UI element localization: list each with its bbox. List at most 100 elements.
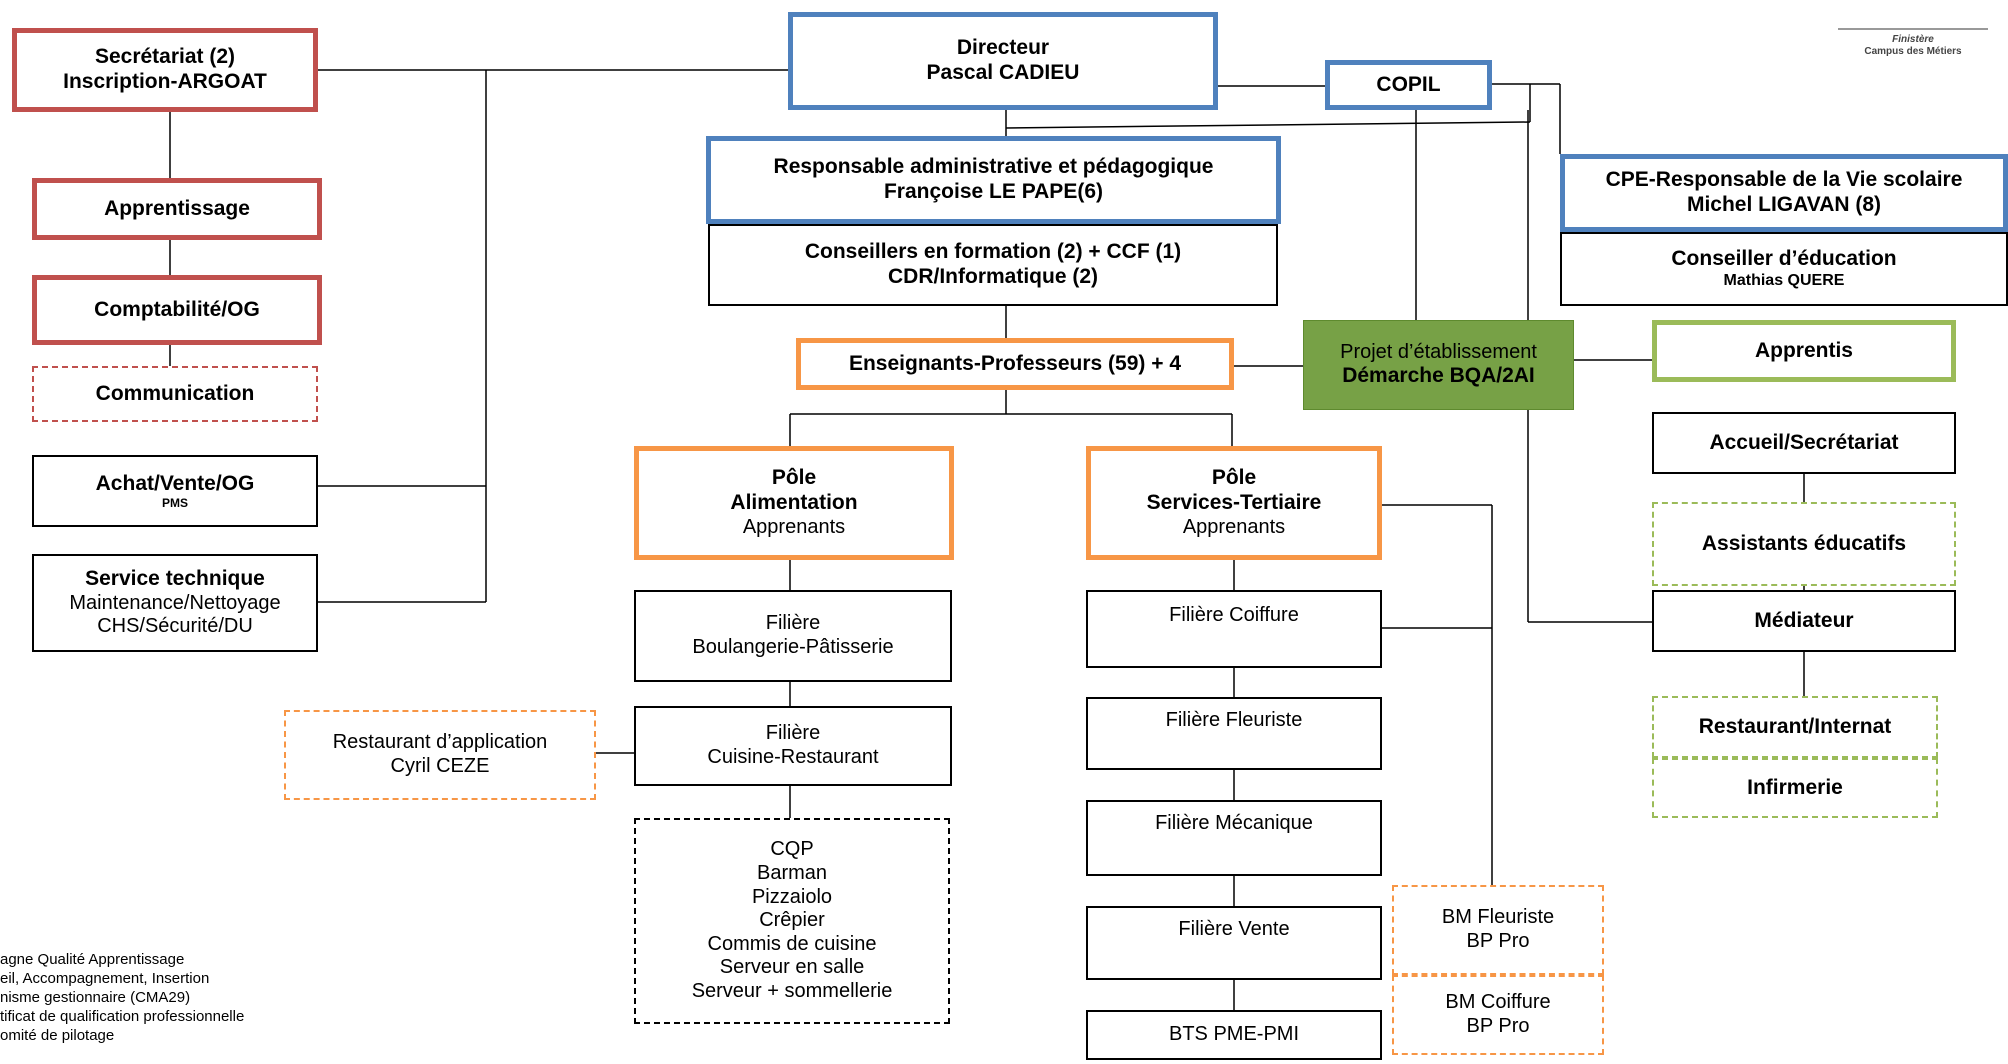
conseiller-education-name: Mathias QUERE — [1723, 271, 1845, 289]
cpe-name: Michel LIGAVAN (8) — [1686, 193, 1882, 216]
accueil-secretariat-label: Accueil/Secrétariat — [1709, 430, 1899, 454]
brand-logo: Finistère Campus des Métiers — [1838, 28, 1988, 58]
filiere-mecanique-label: Filière Mécanique — [1155, 812, 1313, 834]
conseillers-line-2: CDR/Informatique (2) — [888, 265, 1098, 288]
copil-box: COPIL — [1325, 60, 1492, 110]
filiere-cuisine-name: Cuisine-Restaurant — [707, 746, 879, 768]
restaurant-application-box: Restaurant d’application Cyril CEZE — [284, 710, 596, 800]
service-technique-title: Service technique — [85, 567, 265, 591]
directeur-box: Directeur Pascal CADIEU — [788, 12, 1218, 110]
directeur-title: Directeur — [956, 36, 1050, 60]
cpe-box: CPE-Responsable de la Vie scolaire Miche… — [1560, 154, 2008, 232]
restaurant-internat-label: Restaurant/Internat — [1698, 714, 1892, 738]
service-technique-box: Service technique Maintenance/Nettoyage … — [32, 554, 318, 652]
cqp-item-serveur-salle: Serveur en salle — [719, 956, 865, 979]
bm-fleuriste-title: BM Fleuriste — [1441, 906, 1555, 929]
filiere-boulangerie-name: Boulangerie-Pâtisserie — [692, 636, 894, 658]
conseiller-education-box: Conseiller d’éducation Mathias QUERE — [1560, 232, 2008, 306]
comptabilite-label: Comptabilité/OG — [94, 297, 260, 321]
bm-coiffure-sub: BP Pro — [1466, 1015, 1530, 1037]
filiere-boulangerie-box: Filière Boulangerie-Pâtisserie — [634, 590, 952, 682]
legend-line-1: agne Qualité Apprentissage — [0, 951, 185, 968]
enseignants-label: Enseignants-Professeurs (59) + 4 — [848, 351, 1182, 375]
bts-box: BTS PME-PMI — [1086, 1010, 1382, 1060]
pole-services-name: Services-Tertiaire — [1146, 491, 1322, 515]
brand-line-1: Finistère — [1892, 34, 1934, 45]
pole-alimentation-name: Alimentation — [730, 491, 858, 515]
cqp-item-crepier: Crêpier — [759, 909, 825, 932]
cqp-box: CQP Barman Pizzaiolo Crêpier Commis de c… — [634, 818, 950, 1024]
bm-coiffure-title: BM Coiffure — [1445, 991, 1551, 1014]
service-technique-line-1: Maintenance/Nettoyage — [69, 591, 281, 614]
communication-label: Communication — [95, 381, 255, 405]
cqp-item-barman: Barman — [756, 862, 828, 885]
secretariat-box: Secrétariat (2) Inscription-ARGOAT — [12, 28, 318, 112]
legend-line-5: omité de pilotage — [0, 1027, 115, 1044]
cqp-title: CQP — [770, 838, 814, 861]
cqp-item-commis: Commis de cuisine — [707, 932, 877, 955]
directeur-name: Pascal CADIEU — [926, 61, 1080, 84]
legend: agne Qualité Apprentissage eil, Accompag… — [0, 950, 244, 1045]
pole-services-sub: Apprenants — [1182, 515, 1286, 538]
pole-services-title: Pôle — [1211, 466, 1257, 490]
infirmerie-box: Infirmerie — [1652, 758, 1938, 818]
pole-alimentation-box: Pôle Alimentation Apprenants — [634, 446, 954, 560]
brand-rule — [1838, 28, 1988, 30]
filiere-vente-box: Filière Vente — [1086, 906, 1382, 980]
cqp-item-serveur-sommellerie: Serveur + sommellerie — [691, 979, 893, 1002]
filiere-coiffure-label: Filière Coiffure — [1169, 604, 1299, 626]
cqp-item-pizzaiolo: Pizzaiolo — [751, 885, 833, 908]
bm-fleuriste-box: BM Fleuriste BP Pro — [1392, 885, 1604, 975]
assistants-educatifs-box: Assistants éducatifs — [1652, 502, 1956, 586]
filiere-coiffure-box: Filière Coiffure — [1086, 590, 1382, 668]
enseignants-box: Enseignants-Professeurs (59) + 4 — [796, 338, 1234, 390]
achat-vente-sub: PMS — [161, 496, 188, 511]
bm-coiffure-box: BM Coiffure BP Pro — [1392, 975, 1604, 1055]
service-technique-line-2: CHS/Sécurité/DU — [97, 615, 253, 638]
filiere-vente-label: Filière Vente — [1178, 918, 1290, 940]
mediateur-box: Médiateur — [1652, 590, 1956, 652]
pole-alimentation-title: Pôle — [771, 466, 817, 490]
restaurant-application-name: Cyril CEZE — [390, 755, 490, 777]
filiere-cuisine-title: Filière — [765, 722, 821, 745]
apprentis-label: Apprentis — [1754, 338, 1853, 362]
conseiller-education-title: Conseiller d’éducation — [1671, 247, 1897, 271]
apprentis-box: Apprentis — [1652, 320, 1956, 382]
filiere-fleuriste-label: Filière Fleuriste — [1165, 709, 1303, 731]
responsable-name: Françoise LE PAPE(6) — [883, 180, 1103, 203]
communication-box: Communication — [32, 366, 318, 422]
filiere-boulangerie-title: Filière — [765, 612, 821, 635]
responsable-title: Responsable administrative et pédagogiqu… — [773, 155, 1214, 179]
projet-title: Projet d’établissement — [1340, 340, 1537, 363]
restaurant-application-title: Restaurant d’application — [332, 731, 548, 754]
filiere-mecanique-box: Filière Mécanique — [1086, 800, 1382, 876]
bts-label: BTS PME-PMI — [1168, 1023, 1299, 1046]
mediateur-label: Médiateur — [1754, 608, 1854, 632]
responsable-box: Responsable administrative et pédagogiqu… — [706, 136, 1281, 224]
conseillers-line-1: Conseillers en formation (2) + CCF (1) — [804, 240, 1182, 264]
apprentissage-box: Apprentissage — [32, 178, 322, 240]
projet-sub: Démarche BQA/2AI — [1342, 364, 1535, 388]
secretariat-sub: Inscription-ARGOAT — [63, 70, 267, 93]
achat-vente-box: Achat/Vente/OG PMS — [32, 455, 318, 527]
bm-fleuriste-sub: BP Pro — [1466, 930, 1530, 952]
accueil-secretariat-box: Accueil/Secrétariat — [1652, 412, 1956, 474]
restaurant-internat-box: Restaurant/Internat — [1652, 696, 1938, 758]
legend-line-3: nisme gestionnaire (CMA29) — [0, 989, 191, 1006]
legend-line-4: tificat de qualification professionnelle — [0, 1008, 245, 1025]
pole-alimentation-sub: Apprenants — [742, 515, 846, 538]
assistants-educatifs-label: Assistants éducatifs — [1701, 531, 1907, 555]
projet-etablissement-box: Projet d’établissement Démarche BQA/2AI — [1303, 320, 1574, 410]
comptabilite-box: Comptabilité/OG — [32, 275, 322, 345]
conseillers-box: Conseillers en formation (2) + CCF (1) C… — [708, 224, 1278, 306]
legend-line-2: eil, Accompagnement, Insertion — [0, 970, 210, 987]
cpe-title: CPE-Responsable de la Vie scolaire — [1605, 168, 1963, 192]
filiere-cuisine-box: Filière Cuisine-Restaurant — [634, 706, 952, 786]
apprentissage-label: Apprentissage — [104, 196, 250, 220]
infirmerie-label: Infirmerie — [1747, 775, 1843, 799]
achat-vente-label: Achat/Vente/OG — [95, 471, 255, 495]
filiere-fleuriste-box: Filière Fleuriste — [1086, 697, 1382, 770]
secretariat-title: Secrétariat (2) — [94, 45, 236, 69]
pole-services-box: Pôle Services-Tertiaire Apprenants — [1086, 446, 1382, 560]
